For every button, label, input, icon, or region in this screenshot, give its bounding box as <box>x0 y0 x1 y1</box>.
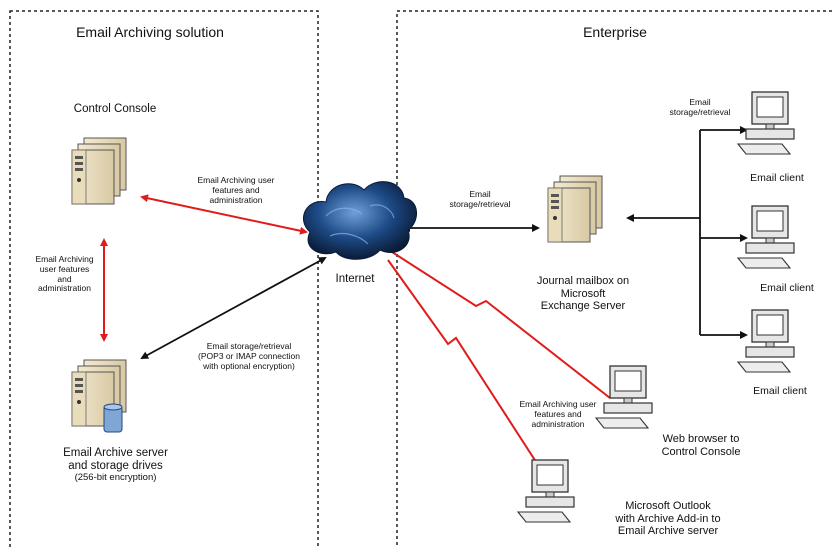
link-console-internet <box>140 194 308 235</box>
exchange-email-line2: storage/retrieval <box>449 198 511 209</box>
archive-server-label-line2: and storage drives <box>68 460 163 473</box>
journal-mailbox-label: Journal mailbox on Microsoft Exchange Se… <box>518 275 648 313</box>
features-line2: features and <box>212 184 260 195</box>
archive-server-label-line3: (256-bit encryption) <box>74 472 157 484</box>
email-client-label-1: Email client <box>750 172 804 184</box>
right-panel-border <box>396 10 832 548</box>
archive-server-label-line1: Email Archive server <box>63 447 168 459</box>
journal-label-line2: Microsoft <box>560 287 606 300</box>
outlook-label-line2: with Archive Add-in to <box>615 512 721 525</box>
web-features-line1: Email Archiving user <box>519 399 597 409</box>
journal-label-line1: Journal mailbox on <box>536 275 630 287</box>
outlook-label: Microsoft Outlook with Archive Add-in to… <box>598 500 738 538</box>
archive-server-label: Email Archive server and storage drives … <box>28 447 203 484</box>
storage-retrieval-line1: Email storage/retrieval <box>206 341 292 351</box>
journal-label-line3: Exchange Server <box>540 300 626 313</box>
outlook-label-line3: Email Archive server <box>617 525 719 538</box>
exchange-email-line1: Email <box>469 189 491 199</box>
features-line3: administration <box>209 194 263 205</box>
storage-retrieval-line2: (POP3 or IMAP connection <box>198 350 300 361</box>
archive-server-icon <box>71 359 127 433</box>
internet-label: Internet <box>335 273 375 285</box>
control-console-server-icon <box>71 137 127 205</box>
storage-retrieval-line3: with optional encryption) <box>203 360 295 371</box>
clients-email-line1: Email <box>689 97 711 107</box>
internet-exchange-edge-label: Email storage/retrieval <box>430 189 530 210</box>
console-archive-edge-label: Email Archiving user features and admini… <box>22 254 107 294</box>
link-internet-outlook <box>387 259 541 469</box>
clients-edge-label: Email storage/retrieval <box>650 97 750 118</box>
control-console-label: Control Console <box>73 103 157 115</box>
right-panel-title: Enterprise <box>583 24 647 40</box>
web-features-line3: administration <box>531 418 585 429</box>
vertical-line2: user features <box>39 263 90 274</box>
email-client-label-2: Email client <box>760 282 814 294</box>
left-panel-title: Email Archiving solution <box>76 24 224 40</box>
outlook-pc-icon <box>517 459 575 523</box>
internet-cloud-icon <box>303 181 417 260</box>
outlook-label-line1: Microsoft Outlook <box>625 500 711 512</box>
web-features-line2: features and <box>534 408 582 419</box>
email-client-label-3: Email client <box>753 385 807 397</box>
web-browser-label-line1: Web browser to <box>662 433 740 445</box>
webbrowser-edge-label: Email Archiving user features and admini… <box>498 399 618 429</box>
email-client-pc-icon-2 <box>737 205 795 269</box>
vertical-line4: administration <box>38 283 91 294</box>
features-line1: Email Archiving user <box>197 175 275 185</box>
exchange-server-icon <box>547 175 603 243</box>
vertical-line3: and <box>57 273 72 284</box>
link-internet-webbrowser <box>391 251 611 399</box>
link-archive-internet <box>140 257 327 359</box>
email-client-pc-icon-3 <box>737 309 795 373</box>
archive-internet-edge-label: Email storage/retrieval (POP3 or IMAP co… <box>184 341 314 371</box>
clients-email-line2: storage/retrieval <box>669 106 731 117</box>
web-browser-label-line2: Control Console <box>661 445 741 458</box>
web-browser-label: Web browser to Control Console <box>646 433 756 458</box>
vertical-line1: Email Archiving <box>35 254 94 264</box>
console-internet-edge-label: Email Archiving user features and admini… <box>176 175 296 205</box>
